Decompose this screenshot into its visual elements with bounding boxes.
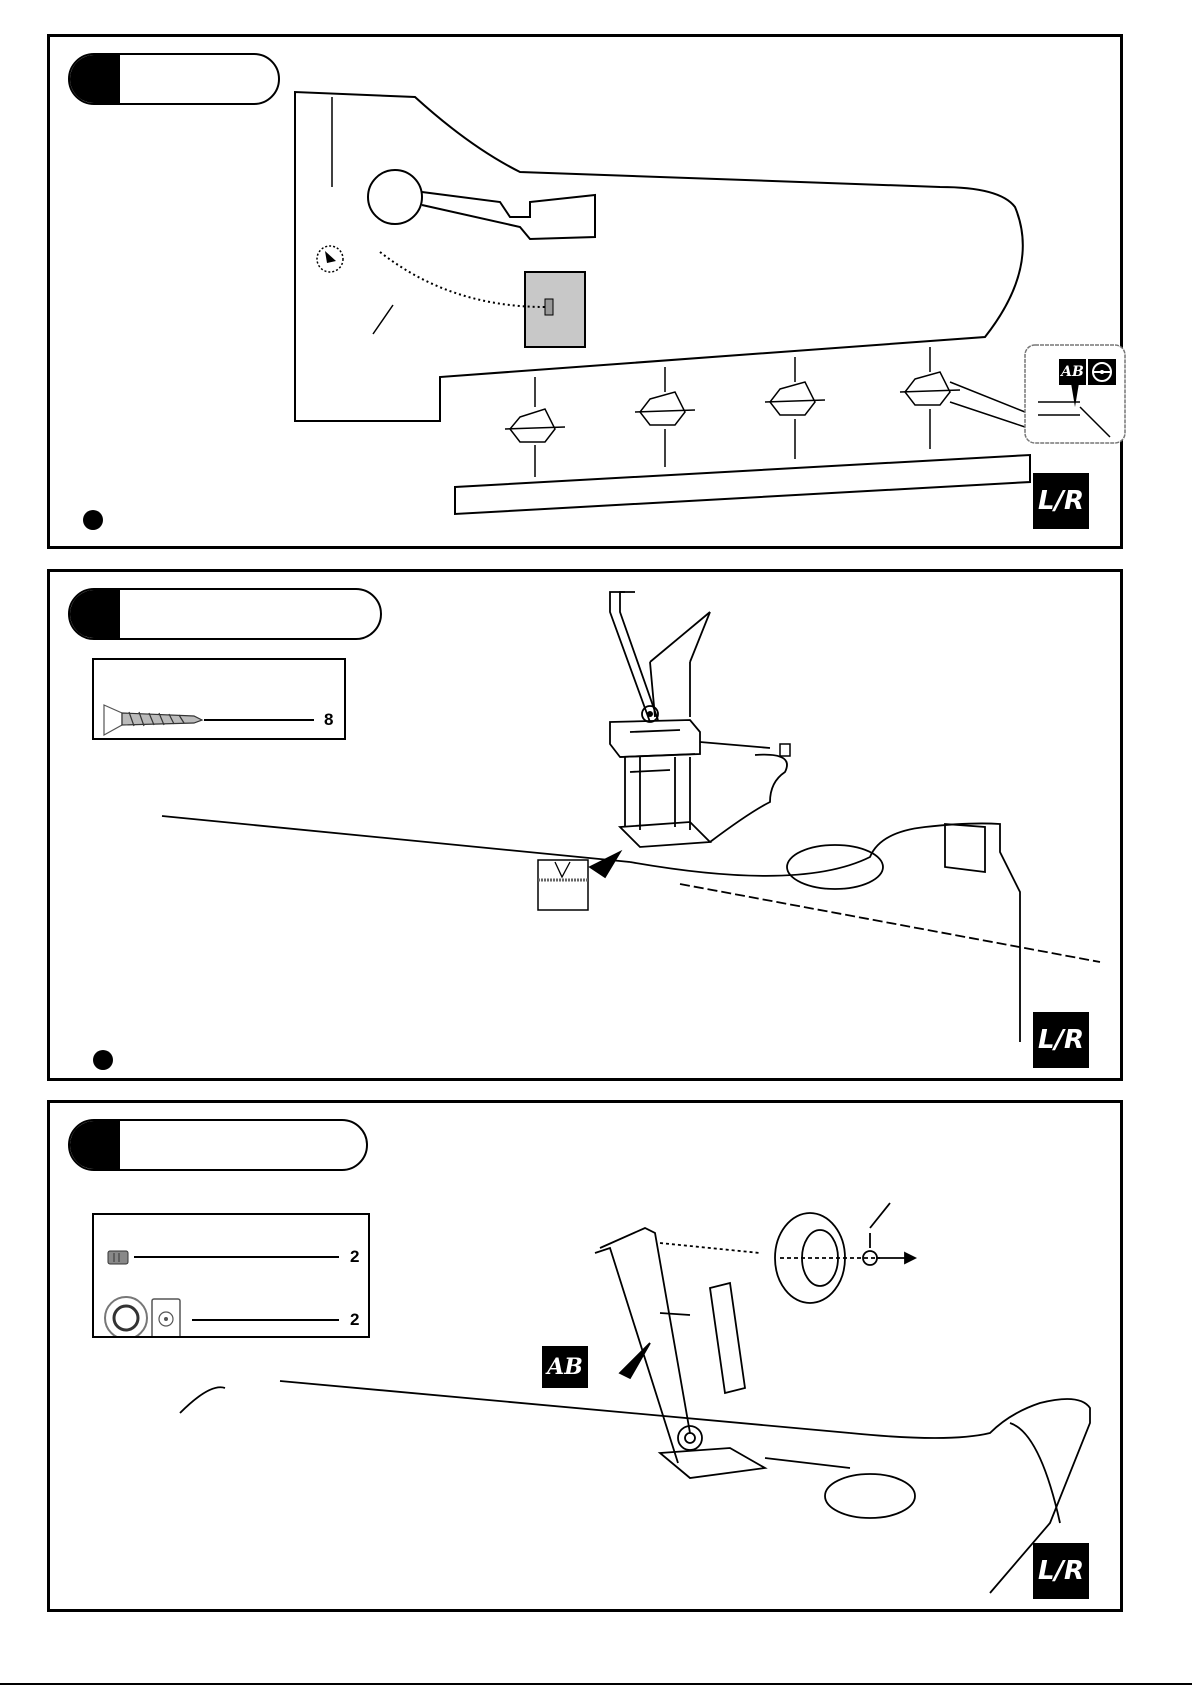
left-right-badge: L/R [1033, 473, 1089, 529]
step-bullet [93, 1050, 113, 1070]
page-footer-rule [0, 1683, 1192, 1685]
part-quantity: 8 [324, 710, 334, 729]
left-right-badge: L/R [1033, 1543, 1089, 1599]
step-header-2 [68, 588, 382, 640]
step-panel-3: 2 2 [47, 1100, 1123, 1612]
screw-icon [103, 704, 314, 737]
ab-glue-badge: AB [542, 1346, 588, 1388]
ab-glue-badge: AB [1059, 359, 1086, 385]
glue-icon [1088, 359, 1116, 385]
step-panel-1: AB L/R [47, 34, 1126, 549]
part-quantity: 2 [350, 1247, 360, 1266]
part-quantity: 2 [350, 1310, 360, 1329]
wing-spar-diagram [294, 90, 1126, 516]
wheel-install-diagram [179, 1202, 1091, 1594]
set-screw-icon [107, 1250, 129, 1265]
pointer-icon [316, 245, 344, 273]
step-panel-2: 8 [47, 569, 1123, 1081]
parts-list: 8 [92, 658, 346, 740]
step-header-3 [68, 1119, 368, 1171]
left-right-badge: L/R [1033, 1012, 1089, 1068]
wing-spar [454, 453, 1031, 516]
servo-tray [524, 271, 586, 348]
landing-gear-mount-diagram [161, 591, 1101, 1042]
step-bullet [83, 510, 103, 530]
parts-list: 2 2 [92, 1213, 370, 1338]
wheel-collar-icon [104, 1296, 181, 1336]
step-header-1 [68, 53, 280, 105]
